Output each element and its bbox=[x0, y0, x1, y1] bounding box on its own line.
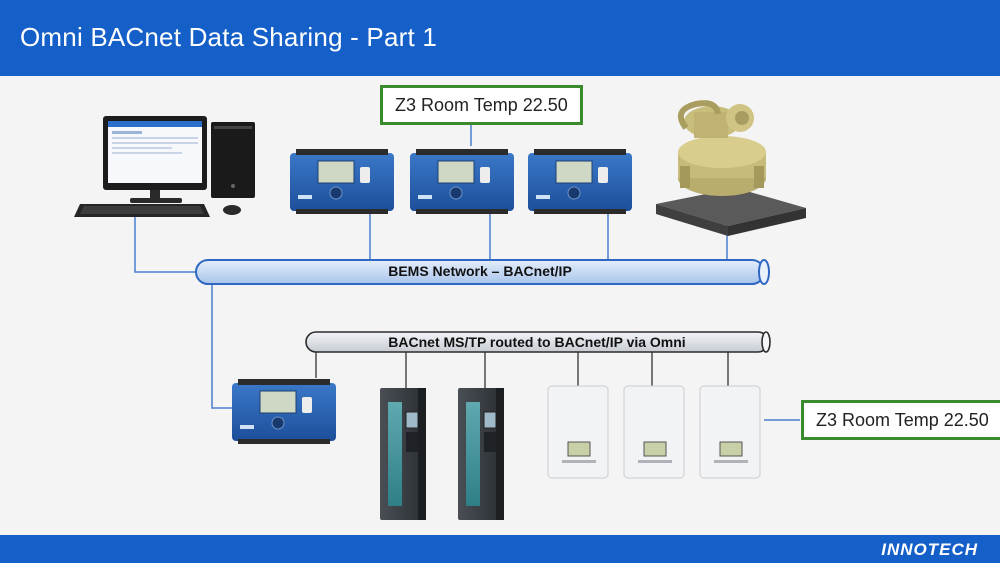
workstation-connector bbox=[134, 204, 196, 273]
vsd-drive-icon bbox=[380, 388, 426, 520]
omni-connector bbox=[211, 284, 232, 409]
bems-network-label: BEMS Network – BACnet/IP bbox=[388, 263, 572, 279]
controller-icon bbox=[290, 149, 394, 214]
callout-top: Z3 Room Temp 22.50 bbox=[380, 85, 583, 125]
controller-icon bbox=[528, 149, 632, 214]
controller-icon bbox=[232, 379, 336, 444]
chiller-icon bbox=[656, 100, 806, 236]
vsd-drive-icon bbox=[458, 388, 504, 520]
mstp-network-label: BACnet MS/TP routed to BACnet/IP via Omn… bbox=[388, 334, 686, 350]
mstp-drops bbox=[315, 352, 729, 388]
network-diagram: Z3 Room Temp 22.50 Z3 Room Temp 22.50 BE… bbox=[0, 76, 1000, 535]
connector-lines bbox=[134, 124, 800, 421]
innotech-logo: INNOTECH bbox=[881, 540, 978, 559]
workstation-icon bbox=[74, 116, 255, 217]
callout-right: Z3 Room Temp 22.50 bbox=[801, 400, 1000, 440]
thermostat-icon bbox=[547, 385, 609, 479]
footer-bar: INNOTECH bbox=[0, 535, 1000, 563]
diagram-svg bbox=[74, 100, 806, 520]
mstp-network-pipe bbox=[305, 331, 771, 353]
thermostat-icon bbox=[699, 385, 761, 479]
controller-icon bbox=[410, 149, 514, 214]
page-title: Omni BACnet Data Sharing - Part 1 bbox=[20, 22, 438, 52]
thermostat-icon bbox=[623, 385, 685, 479]
header-bar: Omni BACnet Data Sharing - Part 1 bbox=[0, 0, 1000, 76]
bems-network-pipe bbox=[195, 259, 770, 285]
